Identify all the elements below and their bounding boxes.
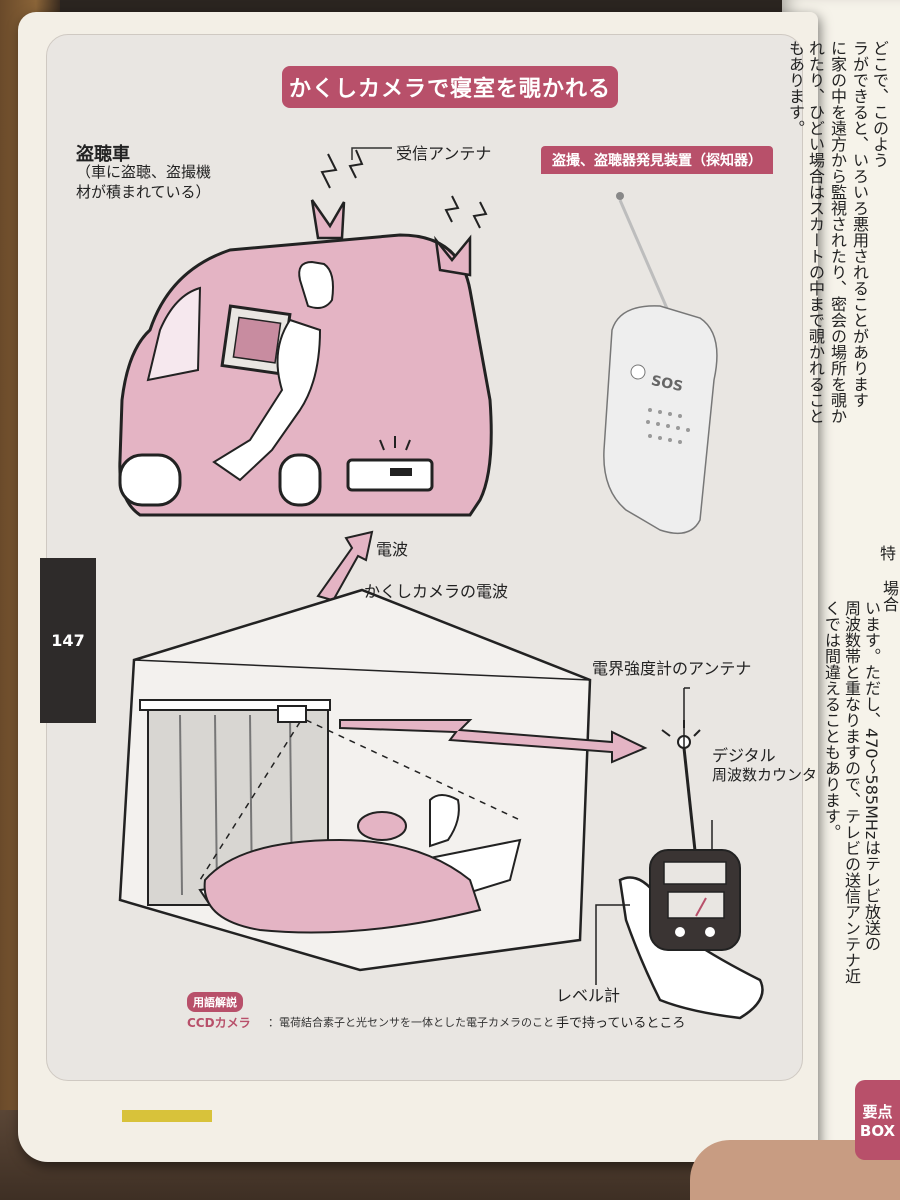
field-strength-meter (595, 687, 764, 1020)
spy-car (118, 149, 493, 517)
frequency-counter-label: 周波数カウンタ (712, 766, 818, 784)
glossary-term: CCDカメラ (187, 1016, 251, 1030)
digital-label: デジタル (712, 746, 776, 765)
car-desc-line-1: （車に盗聴、盗撮機 (76, 163, 212, 181)
right-text-line-8: 周波数帯と重なりますので、テレビの送信アンテナ近 (842, 600, 861, 984)
glossary-tag: 用語解説 (187, 992, 243, 1012)
right-text-line-9: くでは間違えることもあります。 (822, 600, 841, 840)
receiving-antenna-label: 受信アンテナ (396, 144, 492, 163)
signal-to-meter-arrow (339, 719, 648, 764)
bookmark-strip (122, 1110, 212, 1122)
key-point-box-badge: 要点 BOX (855, 1080, 900, 1160)
right-text-line-5: もあります。 (786, 40, 805, 136)
right-text-line-4: れたり、ひどい場合はスカートの中まで覗かれること (806, 40, 825, 424)
bedroom-room (118, 588, 592, 972)
car-label: 盗聴車 (76, 144, 130, 165)
glossary-definition: ：電荷結合素子と光センサを一体とした電子カメラのこと (268, 1016, 554, 1029)
right-text-line-3: に家の中を遠方から監視されたり、密会の場所を覗か (828, 40, 847, 424)
car-desc-line-2: 材が積まれている） (76, 183, 211, 201)
right-text-line-7: います。ただし、470〜585MHzはテレビ放送の (862, 600, 881, 952)
box-badge-line-1: 要点 (862, 1102, 893, 1121)
right-text-line-2: ラができると、いろいろ悪用されることがあります (850, 40, 869, 408)
page-number-tab: 147 (40, 558, 96, 723)
photo-title: 盗撮、盗聴器発見装置（探知器） (541, 146, 773, 174)
box-badge-line-2: BOX (859, 1121, 896, 1140)
antenna-label: 電界強度計のアンテナ (592, 659, 752, 678)
wave-label: 電波 (376, 540, 409, 559)
camera-wave-label: かくしカメラの電波 (364, 582, 509, 601)
car-description: （車に盗聴、盗撮機 材が積まれている） (76, 162, 211, 202)
detector-photo (603, 192, 718, 535)
page-title: かくしカメラで寝室を覗かれる (282, 66, 618, 108)
hand-label: 手で持っているところ (556, 1016, 686, 1031)
right-text-line-6: 場合 (880, 580, 899, 612)
level-meter-label: レベル計 (556, 986, 621, 1005)
right-text-line-1: どこで、このよう (870, 40, 889, 168)
right-text-fragment: 特 (880, 544, 897, 563)
